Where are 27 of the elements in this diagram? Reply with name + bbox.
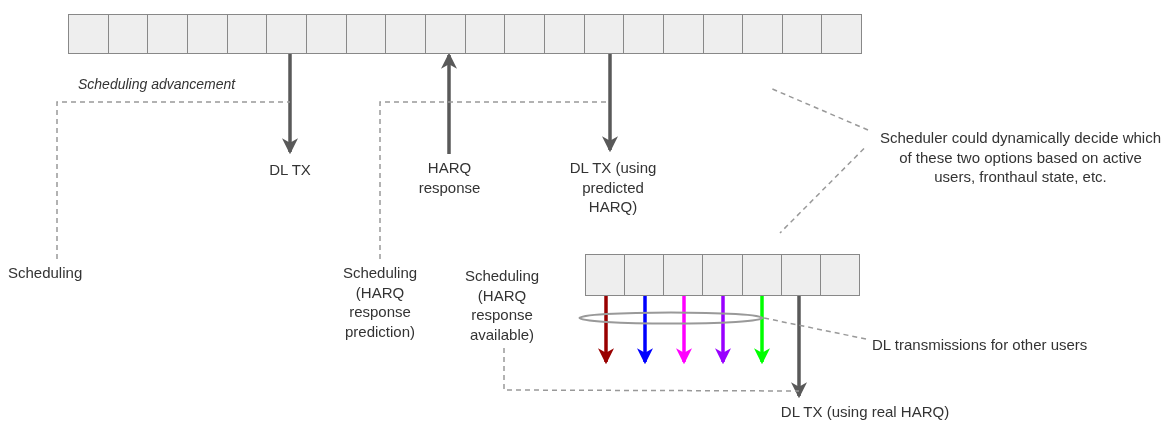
scheduling-label: Scheduling (HARQ response available) [452,266,552,344]
dashed-leader-line [779,147,865,234]
frame-bar [585,254,860,296]
dashed-leader-line [763,317,867,340]
arrow [754,296,770,365]
arrow [602,54,618,153]
arrow [715,296,731,365]
dashed-leader-line [769,87,869,131]
note-text: DL transmissions for other users [872,335,1162,355]
edge-label: Scheduling advancement [78,76,236,92]
arrow [676,296,692,365]
arrow [441,52,457,154]
ellipse-outline [578,311,764,325]
arrow [282,54,298,155]
arrow [598,296,614,365]
note-text: Scheduler could dynamically decide which of these two options based on active users, fronthaul state, etc. [878,128,1163,187]
scheduling-label: Scheduling [8,263,108,283]
dashed-leader-line [503,347,800,392]
tx-label: DL TX [250,160,330,180]
tx-label: DL TX (using real HARQ) [777,402,953,422]
tx-label: DL TX (using predicted HARQ) [563,158,663,217]
arrow [637,296,653,365]
arrow [791,296,807,399]
scheduling-label: Scheduling (HARQ response prediction) [330,263,430,341]
frame-bar [68,14,862,54]
harq-label: HARQ response [402,158,497,197]
dashed-leader-line [56,101,291,260]
